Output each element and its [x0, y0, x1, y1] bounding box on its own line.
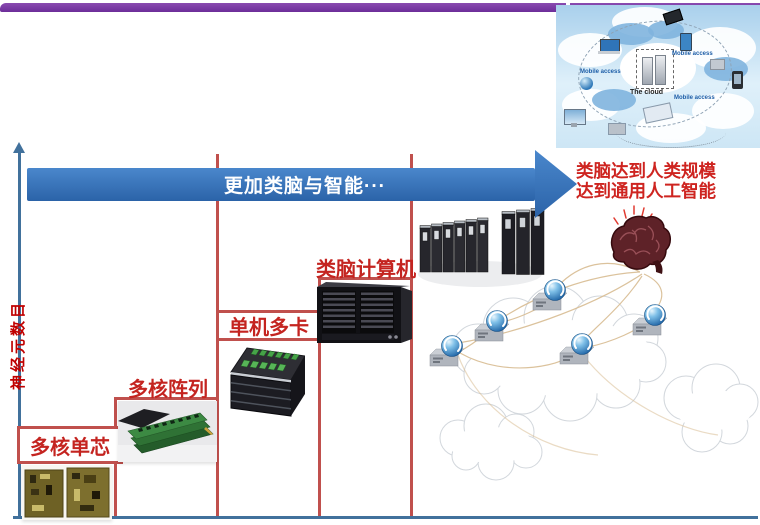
- network-node: [474, 310, 510, 342]
- brain-computer-image: [316, 281, 413, 345]
- network-node: [532, 279, 568, 311]
- mobile-access-label: Mobile access: [672, 51, 713, 57]
- globe-icon: [580, 77, 593, 90]
- mobile-access-label: Mobile access: [580, 69, 621, 75]
- monitor-stand: [571, 123, 577, 127]
- blue-cloud-icon: [648, 21, 684, 39]
- laptop-base: [598, 51, 620, 54]
- growth-arrow: [27, 150, 577, 218]
- network-nodes: [429, 279, 668, 367]
- multi-gpu-server-image: [221, 342, 306, 420]
- chip-boards-image: [22, 465, 112, 520]
- step-label-multi-core-array: 多核阵列: [128, 379, 208, 401]
- goal-line-1: 类脑达到人类规模: [576, 161, 716, 181]
- purple-header-bar: [0, 3, 566, 12]
- network-node: [559, 333, 595, 365]
- cloud-computing-illustration: The cloud Mobile access Mobile access Mo…: [556, 5, 760, 148]
- brain-cloud-network-art: [418, 205, 759, 481]
- blue-cloud-icon: [592, 89, 636, 111]
- datacenter-image: [418, 208, 545, 287]
- stair-step-top-brainpc: [318, 277, 413, 280]
- cloud-outline: [439, 285, 759, 481]
- step-label-brain-computer: 类脑计算机: [316, 259, 416, 281]
- smartphone-screen: [734, 74, 741, 84]
- step-box-multi-core-chip: 多核单芯: [17, 426, 123, 464]
- stair-step-top-array: [114, 397, 219, 400]
- server-tower-icon: [642, 57, 653, 85]
- server-tower-icon: [655, 55, 666, 85]
- the-cloud-label: The cloud: [630, 89, 664, 96]
- y-axis: [18, 150, 21, 519]
- step-label-single-machine-multi-card: 单机多卡: [229, 317, 309, 339]
- network-node: [429, 335, 465, 367]
- step-label-multi-core-chip: 多核单芯: [30, 436, 110, 459]
- cloud-servers-outline: [636, 49, 674, 89]
- goal-text: 类脑达到人类规模 达到通用人工智能: [576, 161, 736, 201]
- x-axis: [13, 516, 758, 519]
- y-axis-arrowhead: [13, 142, 25, 153]
- step-box-single-machine-multi-card: 单机多卡: [216, 310, 322, 341]
- stair-line-3: [318, 277, 321, 518]
- brain-icon: [610, 205, 671, 274]
- goal-line-2: 达到通用人工智能: [576, 180, 716, 201]
- board-array-image: [118, 401, 217, 462]
- y-axis-label: 神经元数目: [10, 300, 27, 391]
- mobile-access-label: Mobile access: [674, 95, 715, 101]
- server-icon: [710, 59, 725, 70]
- dotted-link: [616, 117, 726, 148]
- phone-icon: [680, 33, 692, 51]
- growth-arrow-label: 更加类脑与智能···: [224, 176, 386, 197]
- network-node: [632, 304, 668, 336]
